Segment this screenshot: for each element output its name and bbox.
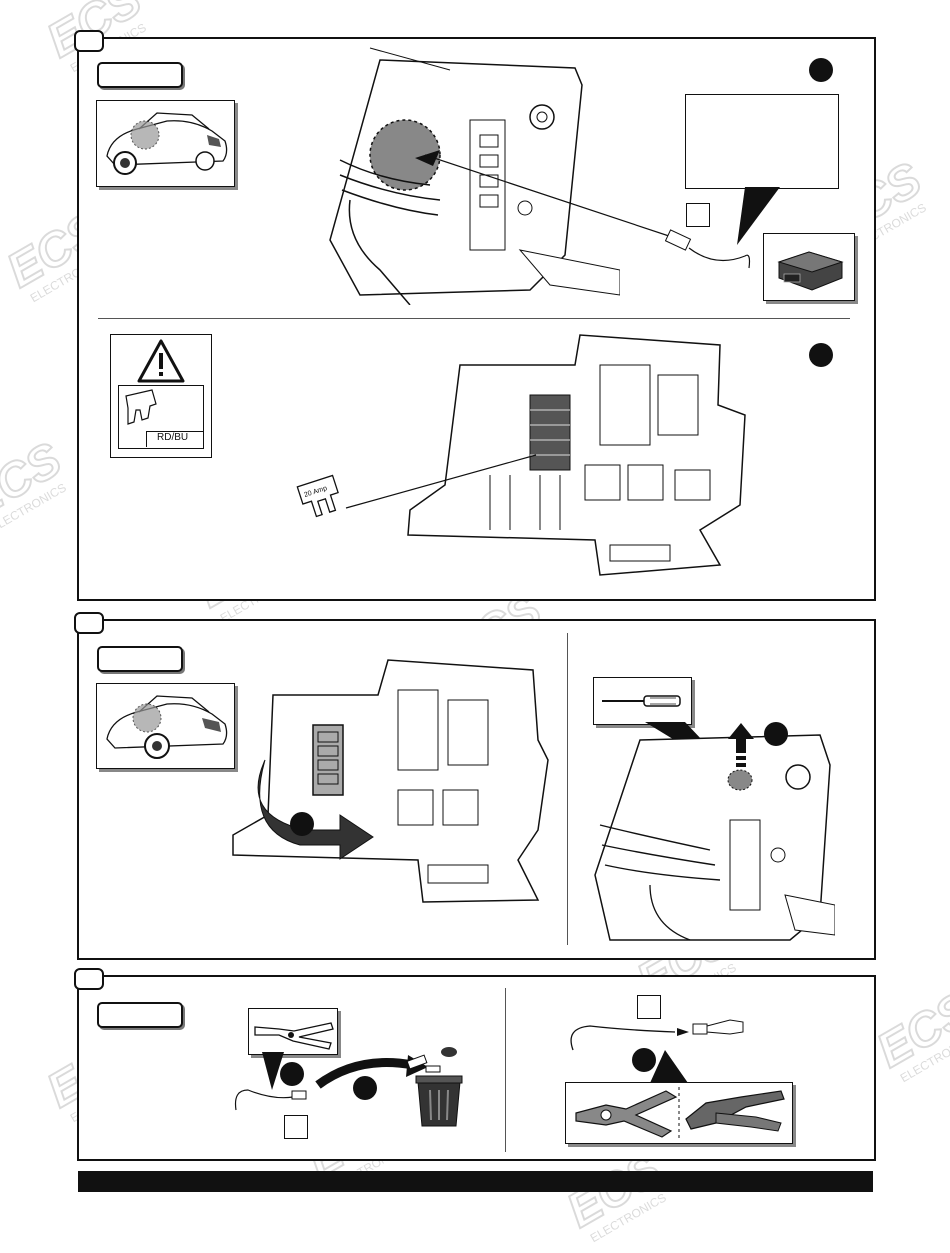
- footer-bar: [78, 1171, 873, 1192]
- car-thumbnail-icon: [106, 695, 228, 759]
- callout-pointer: [737, 187, 780, 245]
- connector-leader-line: [425, 154, 676, 239]
- panel-2-divider: [567, 633, 568, 945]
- svg-text:ELECTRONICS: ELECTRONICS: [898, 1030, 950, 1085]
- fuse-box-closeup-drawing-2: [594, 734, 835, 941]
- variant-label-box-3: [97, 1002, 183, 1028]
- side-cutter-icon: [254, 1022, 334, 1050]
- connector-marker-square-3b: [637, 995, 661, 1019]
- side-cutter-thumbnail: [248, 1008, 338, 1055]
- step-marker-3b: [353, 1076, 377, 1100]
- step-marker-2a: [290, 812, 314, 836]
- callout-box-1: [685, 94, 839, 189]
- screwdriver-icon: [602, 695, 681, 707]
- step-marker-3c: [632, 1048, 656, 1072]
- connector-marker-square-1: [686, 203, 710, 227]
- screwdriver-thumbnail: [593, 677, 692, 725]
- relay-module-icon: [777, 251, 844, 291]
- fuse-icon: [125, 389, 157, 425]
- car-thumbnail-1: [96, 100, 235, 187]
- car-thumbnail-icon: [106, 112, 228, 175]
- panel-3-divider: [505, 988, 506, 1152]
- step-number-badge-2: [74, 612, 104, 634]
- variant-label-box-2: [97, 646, 183, 672]
- fuse-box-closeup-drawing: [329, 47, 620, 305]
- step-marker-2b: [764, 722, 788, 746]
- connector-terminal-icon: [665, 229, 751, 269]
- connector-marker-square-3a: [284, 1115, 308, 1139]
- svg-text:ECS: ECS: [0, 433, 70, 528]
- up-arrow-icon: [728, 723, 754, 767]
- trash-bin-icon: [406, 1047, 463, 1127]
- step-marker-1b: [809, 343, 833, 367]
- fuse-insert-illustration: 20 Amp: [296, 454, 537, 518]
- step-marker-1a: [809, 58, 833, 82]
- relay-module-thumbnail: [763, 233, 855, 301]
- car-thumbnail-2: [96, 683, 235, 769]
- warning-triangle-icon: [137, 339, 185, 383]
- svg-text:ELECTRONICS: ELECTRONICS: [588, 1190, 669, 1245]
- fuse-spec-box: [118, 385, 204, 449]
- step-marker-3a: [280, 1062, 304, 1086]
- step-number-badge-1: [74, 30, 104, 52]
- fuse-box-drawing: [407, 334, 746, 576]
- variant-label-box-1: [97, 62, 183, 88]
- connector-terminal-icon: [570, 1019, 744, 1051]
- svg-text:ELECTRONICS: ELECTRONICS: [0, 480, 69, 535]
- callout-pointer-3: [262, 1052, 284, 1090]
- svg-text:ECS: ECS: [868, 983, 950, 1078]
- crimp-tool-thumbnail: [565, 1082, 793, 1144]
- step-number-badge-3: [74, 968, 104, 990]
- curved-arrow-icon: [257, 759, 374, 860]
- fuse-color-label-box: [146, 431, 203, 447]
- callout-pointer-4: [650, 1050, 688, 1083]
- panel-1-divider: [98, 318, 850, 319]
- crimp-tool-icon: [575, 1087, 785, 1139]
- fuse-color-label: RD/BU: [157, 432, 189, 443]
